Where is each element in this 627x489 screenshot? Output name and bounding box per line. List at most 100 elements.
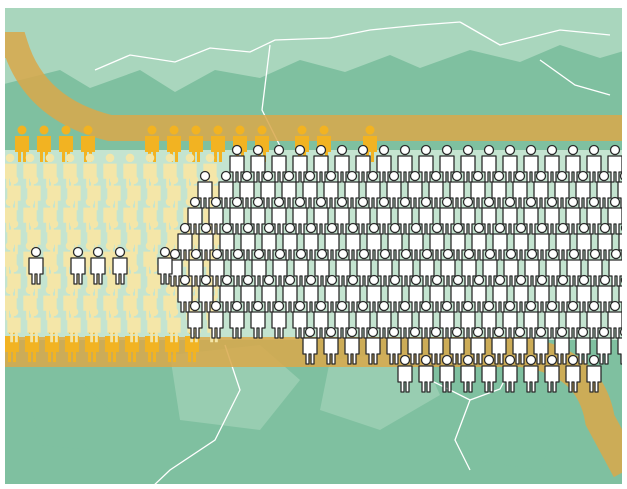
person-icon: [208, 300, 224, 339]
person-icon: [523, 196, 539, 235]
person-icon: [261, 274, 277, 313]
person-icon: [618, 224, 622, 261]
border-line: [454, 399, 471, 471]
person-icon: [439, 300, 455, 339]
person-icon: [177, 222, 193, 261]
map-borders: [94, 21, 611, 484]
person-icon: [355, 144, 371, 183]
person-icon: [334, 144, 350, 183]
person-icon: [418, 300, 434, 339]
person-icon: [397, 300, 413, 339]
person-icon: [302, 326, 318, 365]
person-icon: [334, 196, 350, 235]
person-icon: [281, 170, 297, 209]
person-icon: [67, 307, 81, 343]
person-icon: [219, 222, 235, 261]
person-icon: [449, 170, 465, 209]
person-icon: [439, 144, 455, 183]
person-icon: [187, 196, 203, 235]
person-icon: [608, 248, 622, 287]
person-icon: [271, 196, 287, 235]
person-icon: [607, 144, 622, 183]
person-icon: [386, 326, 402, 365]
person-icon: [239, 170, 255, 209]
person-icon: [461, 248, 477, 287]
person-icon: [229, 300, 245, 339]
person-icon: [345, 274, 361, 313]
person-icon: [544, 354, 560, 393]
person-icon: [481, 196, 497, 235]
person-icon: [303, 222, 319, 261]
person-icon: [428, 170, 444, 209]
person-icon: [407, 170, 423, 209]
person-icon: [418, 354, 434, 393]
person-icon: [167, 307, 181, 343]
person-icon: [523, 300, 539, 339]
person-icon: [387, 222, 403, 261]
person-icon: [157, 246, 173, 285]
person-icon: [250, 196, 266, 235]
person-icon: [261, 222, 277, 261]
person-icon: [586, 354, 602, 393]
person-icon: [397, 354, 413, 393]
person-icon: [292, 300, 308, 339]
person-icon: [596, 170, 612, 209]
person-icon: [544, 196, 560, 235]
landmass: [30, 380, 110, 450]
person-icon: [198, 222, 214, 261]
person-icon: [303, 274, 319, 313]
person-icon: [618, 276, 622, 313]
person-icon: [554, 170, 570, 209]
person-icon: [408, 222, 424, 261]
person-icon: [502, 144, 518, 183]
person-icon: [387, 274, 403, 313]
person-icon: [428, 326, 444, 365]
person-icon: [523, 144, 539, 183]
person-icon: [502, 354, 518, 393]
border-line: [154, 344, 241, 484]
person-icon: [523, 354, 539, 393]
person-icon: [471, 222, 487, 261]
person-icon: [407, 326, 423, 365]
person-icon: [533, 170, 549, 209]
person-icon: [198, 274, 214, 313]
person-icon: [418, 144, 434, 183]
person-icon: [607, 300, 622, 339]
person-icon: [386, 170, 402, 209]
person-icon: [250, 144, 266, 183]
person-icon: [449, 326, 465, 365]
person-icon: [492, 222, 508, 261]
person-icon: [70, 246, 86, 285]
person-icon: [419, 248, 435, 287]
person-icon: [87, 307, 101, 343]
people-crowd: [5, 125, 622, 393]
person-icon: [408, 274, 424, 313]
person-icon: [90, 246, 106, 285]
person-icon: [502, 196, 518, 235]
person-icon: [503, 248, 519, 287]
person-icon: [565, 196, 581, 235]
person-icon: [177, 274, 193, 313]
person-icon: [418, 196, 434, 235]
person-icon: [617, 327, 622, 365]
person-icon: [229, 196, 245, 235]
person-icon: [575, 170, 591, 209]
person-icon: [471, 274, 487, 313]
person-icon: [491, 326, 507, 365]
person-icon: [440, 248, 456, 287]
person-icon: [439, 196, 455, 235]
person-icon: [439, 354, 455, 393]
person-icon: [127, 307, 141, 343]
person-icon: [313, 144, 329, 183]
person-icon: [617, 171, 622, 209]
person-icon: [250, 300, 266, 339]
person-icon: [513, 274, 529, 313]
route-top: [5, 32, 622, 141]
person-icon: [355, 196, 371, 235]
person-icon: [533, 326, 549, 365]
person-icon: [323, 170, 339, 209]
person-icon: [482, 248, 498, 287]
person-icon: [460, 354, 476, 393]
